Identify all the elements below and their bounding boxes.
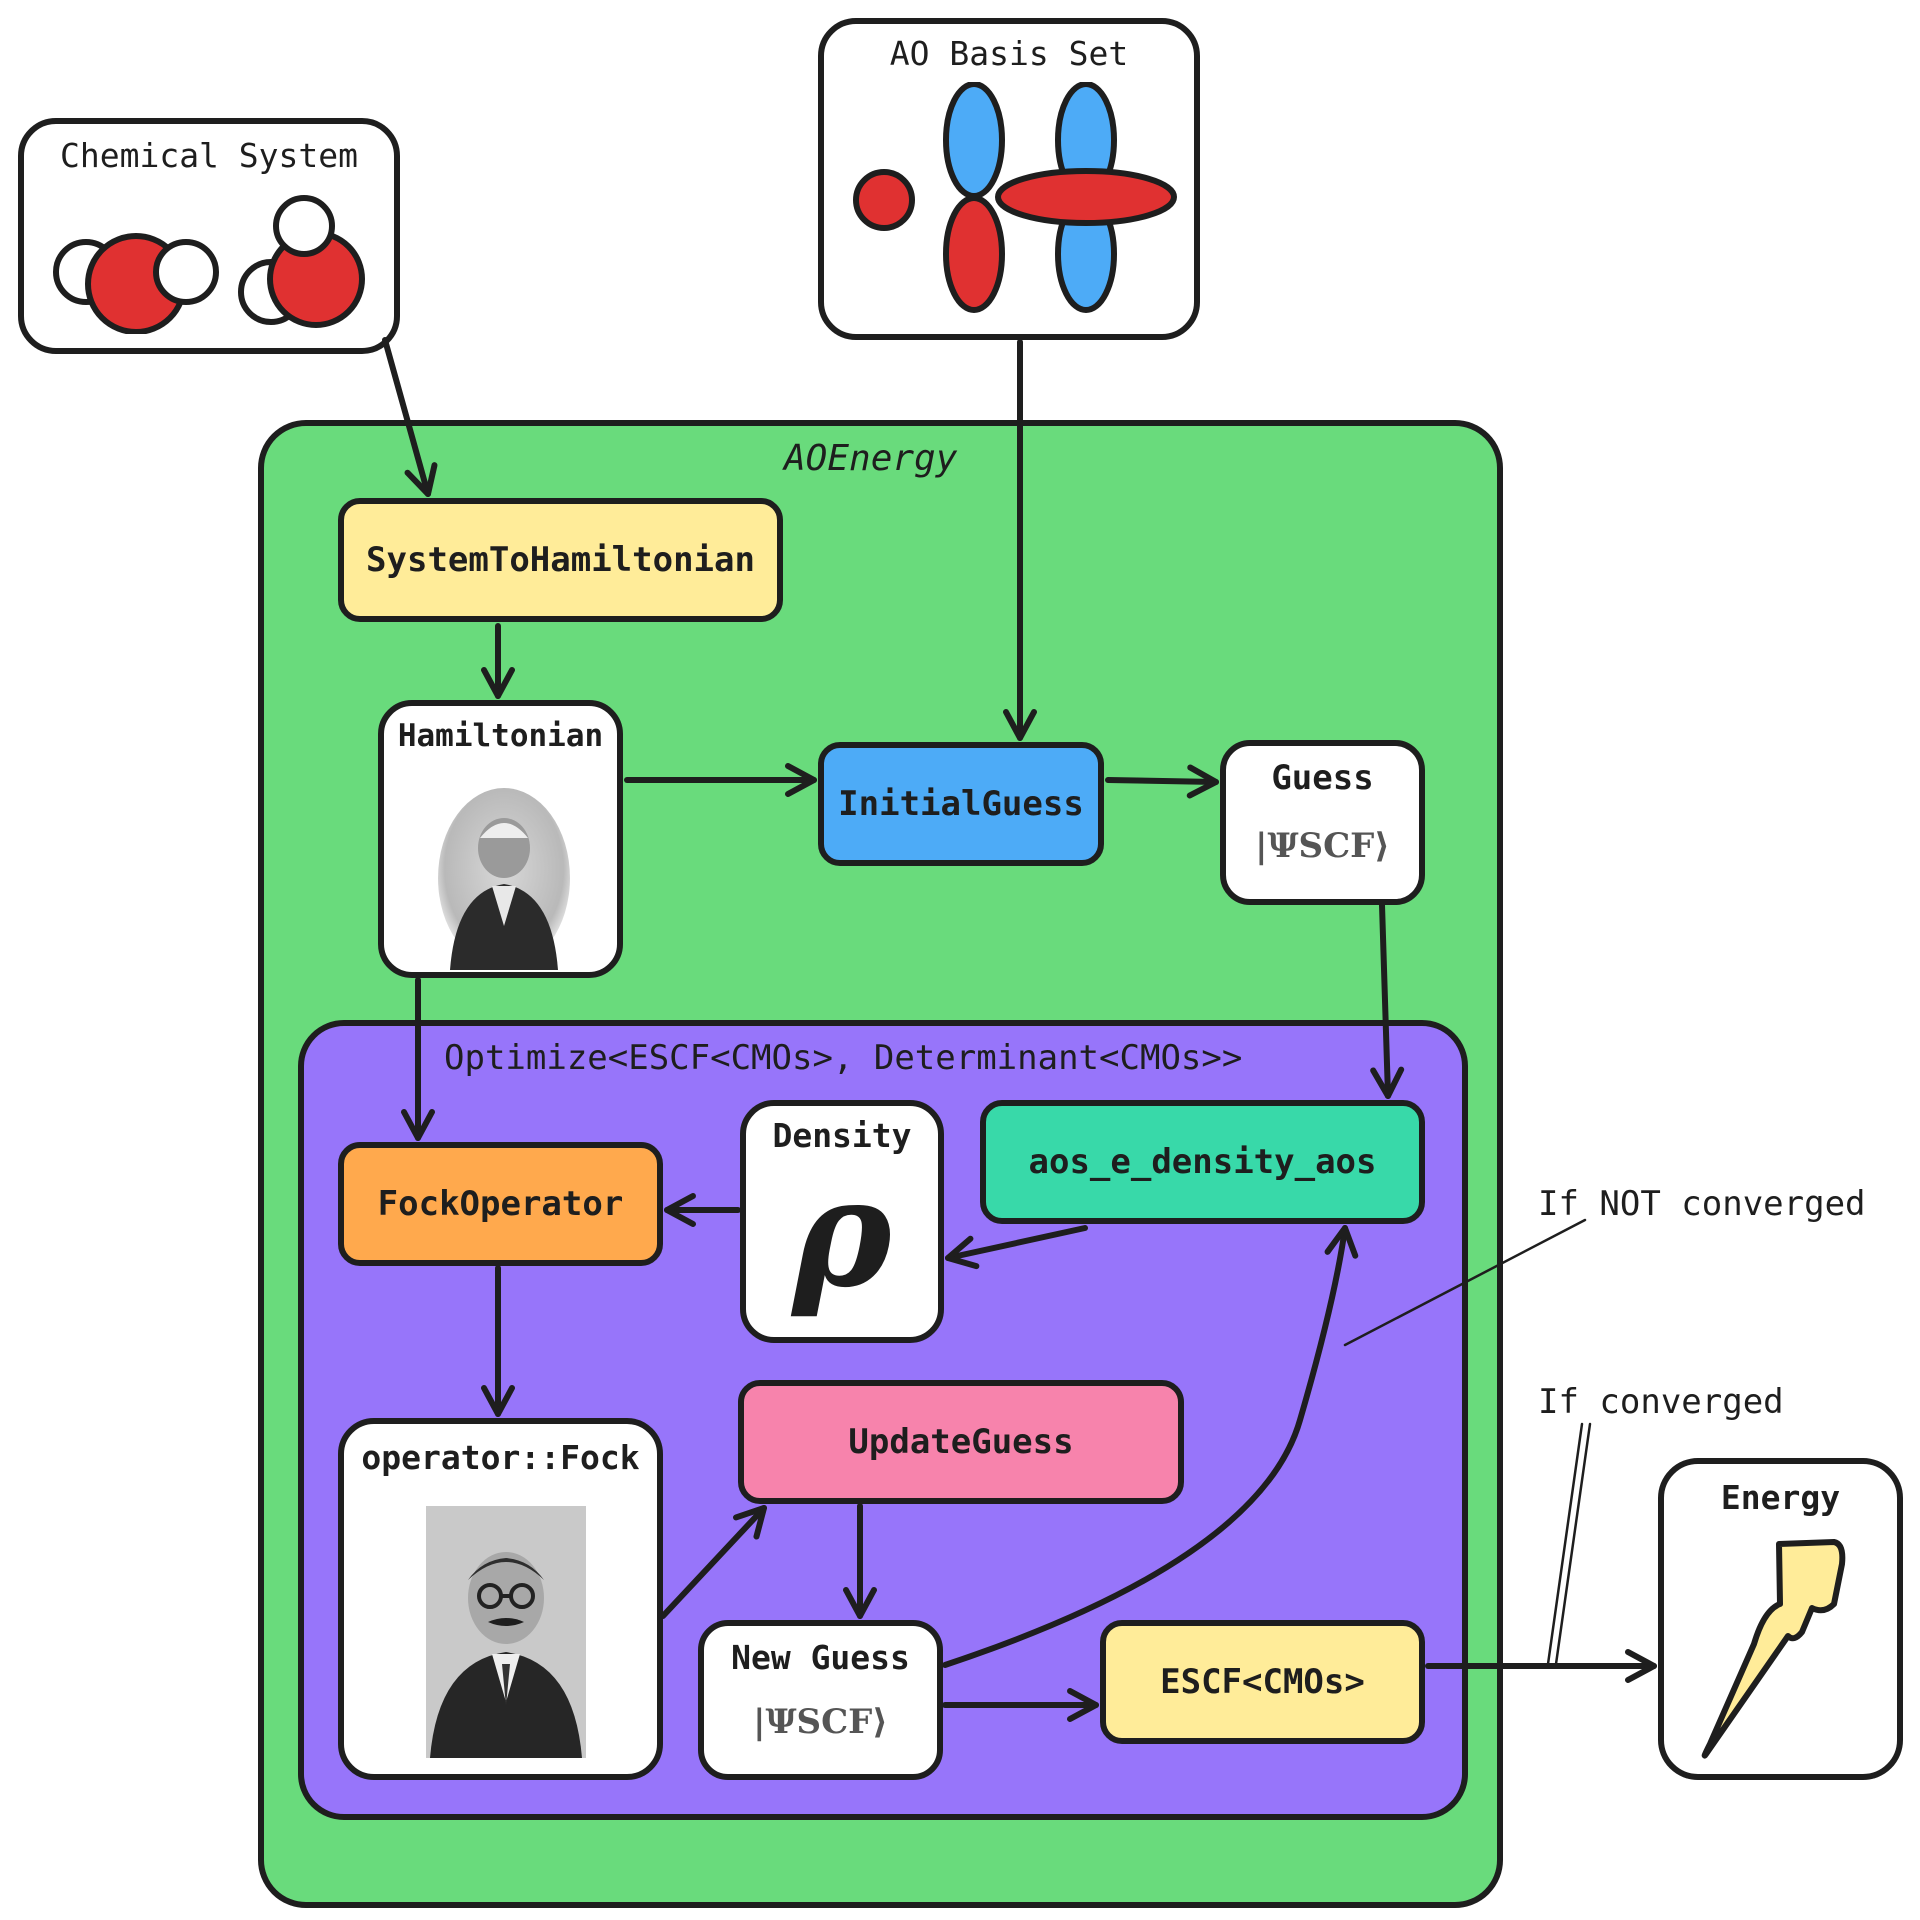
operator-fock-label: operator::Fock [361, 1438, 640, 1477]
not-converged-annotation: If NOT converged [1538, 1184, 1866, 1224]
energy-label: Energy [1720, 1478, 1841, 1517]
ao-basis-set-box[interactable]: AO Basis Set [818, 18, 1200, 340]
system-to-hamiltonian-label: SystemToHamiltonian [366, 540, 755, 580]
fock-operator-label: FockOperator [377, 1184, 624, 1224]
converged-annotation: If converged [1538, 1382, 1784, 1422]
chemical-system-label: Chemical System [59, 136, 358, 175]
fock-operator-box[interactable]: FockOperator [338, 1142, 663, 1266]
initial-guess-label: InitialGuess [838, 784, 1084, 824]
guess-label: Guess [1271, 758, 1374, 798]
ao-basis-set-label: AO Basis Set [889, 34, 1129, 73]
atomic-orbitals-icon [853, 82, 1177, 313]
hamiltonian-portrait-image [438, 788, 570, 970]
new-guess-label: New Guess [731, 1638, 910, 1677]
optimize-title: Optimize<ESCF<CMOs>, Determinant<CMOs>> [444, 1038, 1243, 1078]
arrow-guess-to-density-module [1370, 902, 1405, 1099]
hamiltonian-box[interactable]: Hamiltonian [378, 700, 623, 978]
chemical-system-box[interactable]: Chemical System [18, 118, 400, 354]
arrow-chemical-to-s2h [382, 337, 438, 497]
aos-e-density-aos-label: aos_e_density_aos [1028, 1142, 1377, 1182]
operator-fock-box[interactable]: operator::Fock [338, 1418, 663, 1780]
arrow-fock-to-update-guess [660, 1505, 767, 1619]
arrow-density-module-to-density [945, 1225, 1088, 1270]
update-guess-box[interactable]: UpdateGuess [738, 1380, 1184, 1504]
density-rho-symbol: ρ [792, 1145, 892, 1321]
system-to-hamiltonian-box[interactable]: SystemToHamiltonian [338, 498, 783, 622]
guess-psi-symbol: |ΨSCF⟩ [1255, 826, 1390, 866]
hamiltonian-label: Hamiltonian [397, 718, 604, 754]
new-guess-box[interactable]: New Guess |ΨSCF⟩ [698, 1620, 943, 1780]
converged-leader-line-a [1546, 1422, 1584, 1666]
guess-box[interactable]: Guess |ΨSCF⟩ [1220, 740, 1425, 905]
initial-guess-box[interactable]: InitialGuess [818, 742, 1104, 866]
energy-box[interactable]: Energy [1658, 1458, 1903, 1780]
escf-cmos-label: ESCF<CMOs> [1160, 1662, 1365, 1702]
converged-leader-line-b [1554, 1422, 1592, 1666]
water-molecules-icon [53, 195, 365, 334]
new-guess-psi-symbol: |ΨSCF⟩ [753, 1702, 888, 1742]
arrow-new-guess-loop-back [942, 1225, 1359, 1668]
not-converged-leader-line [1343, 1218, 1587, 1347]
aoenergy-title: AOEnergy [784, 438, 958, 479]
aos-e-density-aos-box[interactable]: aos_e_density_aos [980, 1100, 1425, 1224]
lightning-bolt-icon [1701, 1539, 1846, 1759]
escf-cmos-box[interactable]: ESCF<CMOs> [1100, 1620, 1425, 1744]
density-label: Density [772, 1116, 912, 1155]
update-guess-label: UpdateGuess [848, 1422, 1074, 1462]
density-box[interactable]: Density ρ [740, 1100, 944, 1343]
arrow-initial-guess-to-guess [1105, 764, 1219, 799]
fock-portrait-image [426, 1506, 586, 1758]
